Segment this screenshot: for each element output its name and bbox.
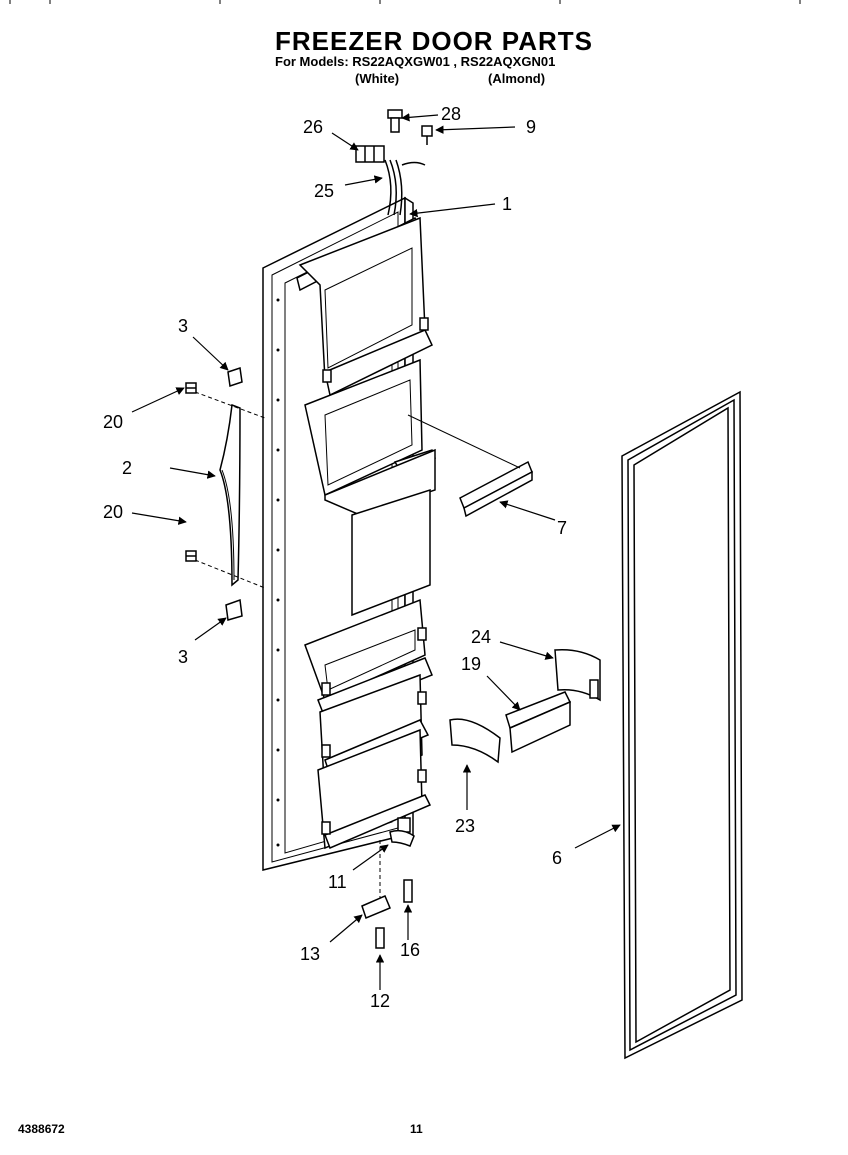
callout-labels: 1 2 3 3 6 7 9 11 12 13 16 19 20 20 23 24… bbox=[103, 104, 567, 1011]
models-line: For Models: RS22AQXGW01 , RS22AQXGN01 bbox=[275, 54, 556, 69]
callout-25: 25 bbox=[314, 181, 334, 201]
callout-3-upper: 3 bbox=[178, 316, 188, 336]
page-title: FREEZER DOOR PARTS bbox=[275, 26, 593, 56]
door-gasket bbox=[621, 390, 743, 1060]
callout-9: 9 bbox=[526, 117, 536, 137]
callout-20-upper: 20 bbox=[103, 412, 123, 432]
callout-6: 6 bbox=[552, 848, 562, 868]
callout-20-lower: 20 bbox=[103, 502, 123, 522]
hinge-parts bbox=[361, 817, 415, 949]
page-number: 11 bbox=[410, 1122, 423, 1136]
variant-almond: (Almond) bbox=[488, 71, 546, 86]
callout-11: 11 bbox=[328, 872, 347, 892]
callout-13: 13 bbox=[300, 944, 320, 964]
callout-2: 2 bbox=[122, 458, 132, 478]
document-number: 4388672 bbox=[18, 1122, 65, 1136]
handle-end-caps bbox=[225, 367, 243, 621]
bin-parts bbox=[449, 648, 601, 764]
handle-screws bbox=[185, 382, 197, 562]
variant-white: (White) bbox=[355, 71, 400, 86]
callout-19: 19 bbox=[461, 654, 481, 674]
callout-7: 7 bbox=[557, 518, 567, 538]
callout-24: 24 bbox=[471, 627, 491, 647]
wire-harness bbox=[355, 109, 433, 216]
callout-23: 23 bbox=[455, 816, 475, 836]
leader-lines bbox=[131, 113, 621, 990]
top-edge-marks bbox=[9, 0, 801, 4]
dispenser-trim bbox=[407, 414, 533, 518]
callout-1: 1 bbox=[502, 194, 512, 214]
door-edge-rivets bbox=[276, 298, 280, 847]
callout-3-lower: 3 bbox=[178, 647, 188, 667]
door-liner bbox=[298, 216, 436, 850]
callout-12: 12 bbox=[370, 991, 390, 1011]
callout-16: 16 bbox=[400, 940, 420, 960]
handle bbox=[194, 391, 266, 589]
callout-28: 28 bbox=[441, 104, 461, 124]
callout-26: 26 bbox=[303, 117, 323, 137]
